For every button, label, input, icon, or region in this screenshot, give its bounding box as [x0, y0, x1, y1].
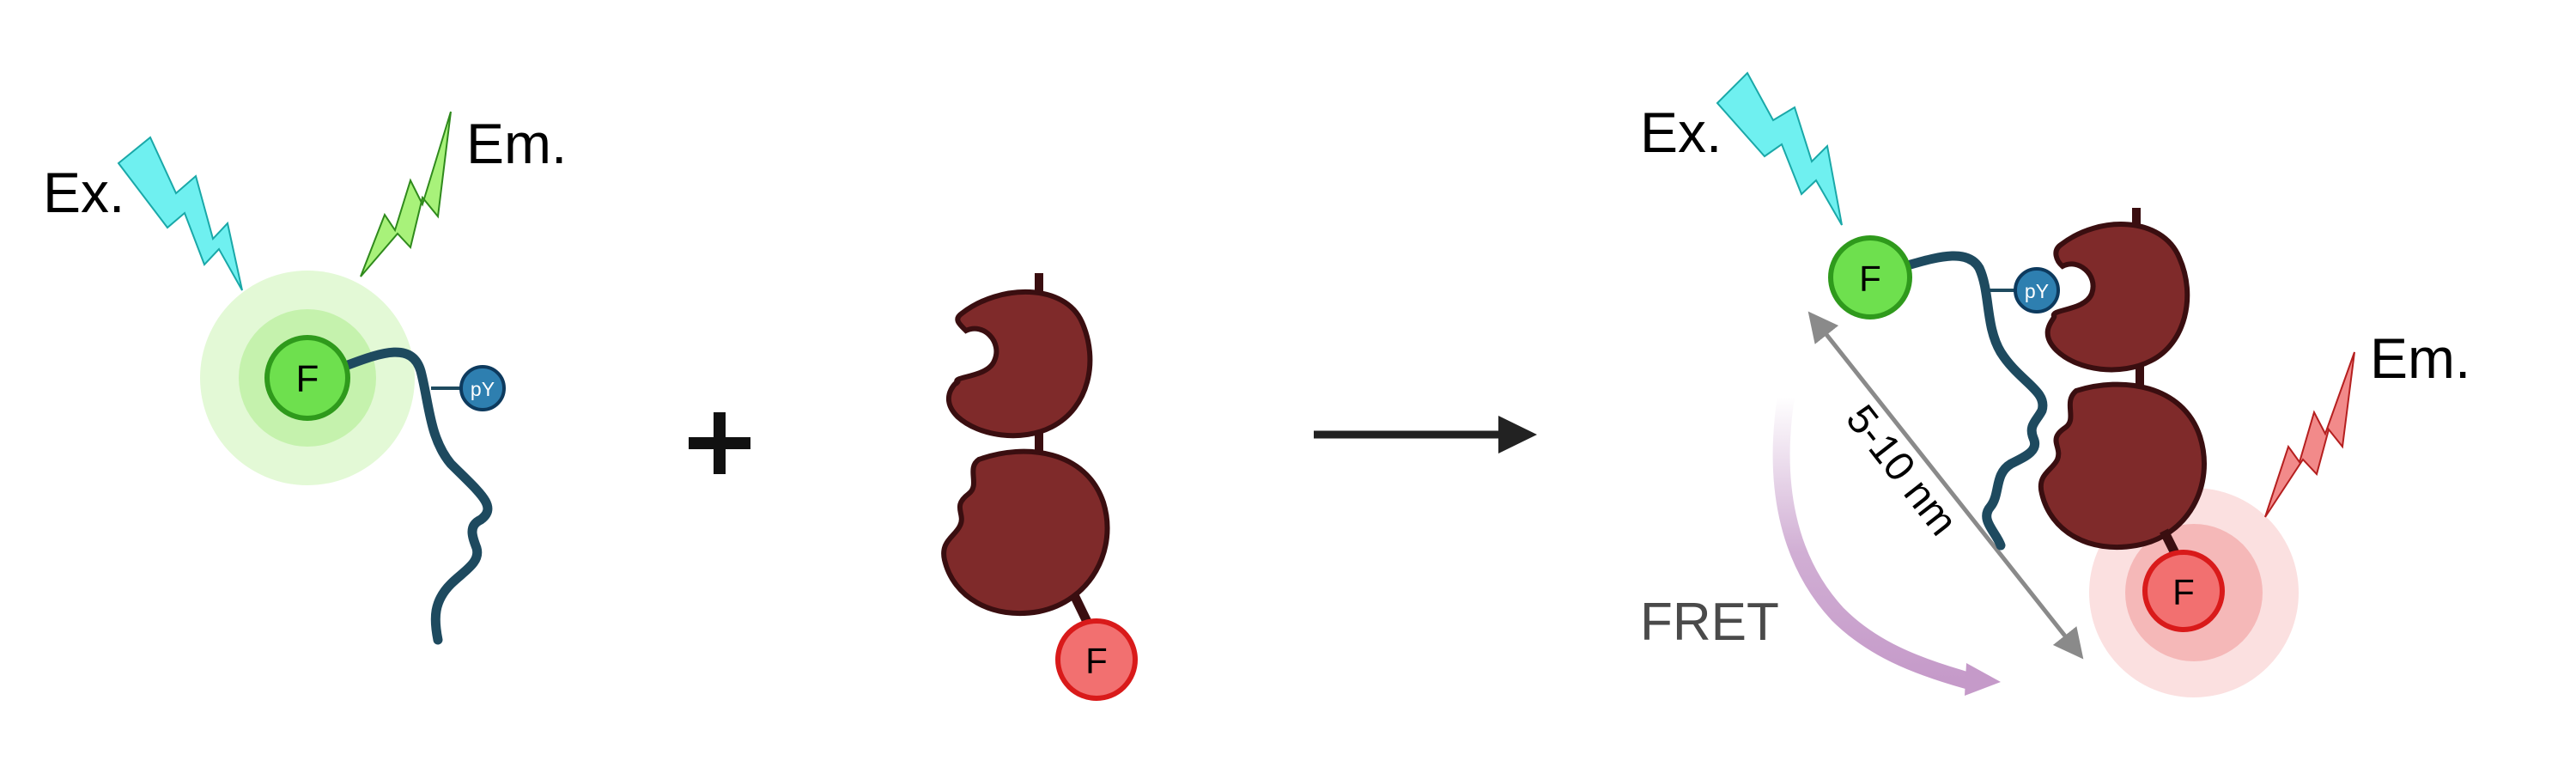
donor-label-bound: F [1859, 259, 1881, 299]
plus-label: + [0, 0, 1, 1]
peptide-panel: pY F Ex. Em. [43, 111, 567, 645]
donor-fluorophore-bound: F [1828, 235, 1912, 320]
acceptor-fluorophore: F [1055, 618, 1138, 701]
fret-label: FRET [1640, 593, 1779, 652]
donor-fluorophore: F [264, 335, 350, 421]
phosphotyrosine-group-bound: pY [2014, 267, 2060, 313]
lightning-bolt-icon [117, 136, 243, 291]
emission-label: Em. [466, 112, 567, 175]
sh2-domain-upper-bound [2044, 222, 2190, 373]
excitation-label-bound: Ex. [1640, 100, 1722, 164]
lightning-bolt-icon [360, 111, 452, 277]
acceptor-label-bound: F [2172, 572, 2195, 612]
distance-arrow [1807, 311, 2084, 660]
acceptor-label: F [1085, 641, 1108, 681]
sh2-domain-lower [941, 448, 1110, 617]
phosphotyrosine-group: pY [459, 365, 506, 411]
phospho-label: pY [471, 378, 495, 400]
peptide-chain-bound [1905, 251, 2048, 551]
plus-icon [689, 412, 750, 474]
arrow-right-icon [1314, 416, 1537, 453]
acceptor-fluorophore-bound: F [2142, 550, 2225, 632]
sh2-protein-panel: F [941, 273, 1138, 701]
complex-panel: FRET 5-10 nm pY F F Ex. Em. [1640, 71, 2470, 697]
sh2-domain-lower-bound [2038, 381, 2207, 551]
lightning-bolt-icon [2264, 351, 2355, 518]
distance-label: 5-10 nm [1837, 397, 1965, 544]
peptide-chain [343, 347, 493, 645]
donor-label: F [296, 358, 319, 400]
fret-arrowhead [1965, 663, 2001, 696]
emission-label-bound: Em. [2370, 326, 2470, 390]
excitation-label: Ex. [43, 161, 125, 224]
lightning-bolt-icon [1716, 71, 1843, 226]
phospho-label-bound: pY [2025, 280, 2049, 302]
sh2-domain-upper [946, 289, 1093, 439]
